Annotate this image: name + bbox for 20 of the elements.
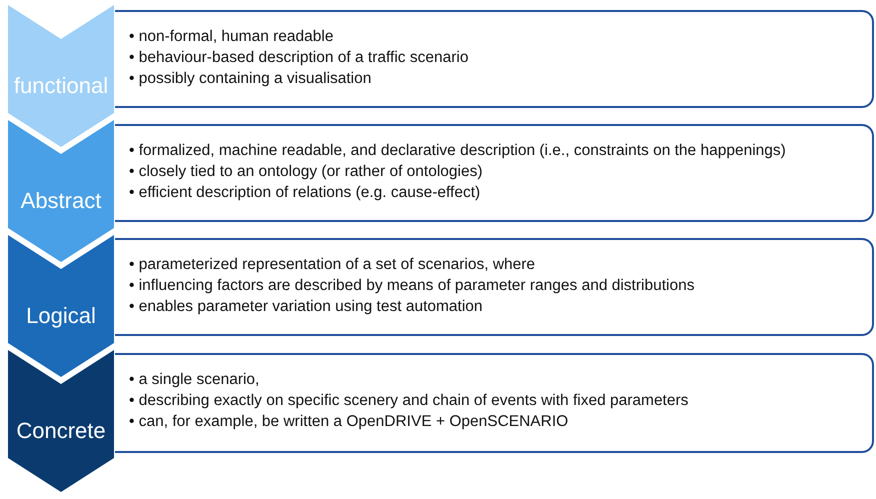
- bullet-text: • influencing factors are described by means of parameter ranges and distributions: [129, 276, 696, 296]
- bullet-text: • a single scenario,: [129, 370, 260, 390]
- bullet-text: • closely tied to an ontology (or rather of ontologies): [129, 162, 484, 182]
- bullet-text: • possibly containing a visualisation: [129, 69, 372, 89]
- bullet-text: • describing exactly on specific scenery and chain of events with fixed parameters: [129, 391, 690, 411]
- level-label: Abstract: [20, 188, 102, 214]
- bullet-text: • can, for example, be written a OpenDRIVE + OpenSCENARIO: [129, 412, 570, 432]
- level-label: Concrete: [15, 418, 107, 444]
- bullet-text: • behaviour-based description of a traffic scenario: [129, 48, 470, 68]
- level-label: Logical: [25, 303, 97, 329]
- bullet-text: • parameterized representation of a set of scenarios, where: [129, 255, 536, 275]
- description-box: [115, 238, 874, 336]
- description-box: [115, 10, 874, 108]
- bullet-text: • non-formal, human readable: [129, 27, 334, 47]
- bullet-text: • formalized, machine readable, and declarative description (i.e., constraints on the happenings): [129, 141, 787, 161]
- bullet-text: • efficient description of relations (e.g. cause-effect): [129, 183, 482, 203]
- description-box: [115, 124, 874, 222]
- description-box: [115, 353, 874, 453]
- bullet-text: • enables parameter variation using test automation: [129, 297, 484, 317]
- level-label: functional: [12, 73, 110, 99]
